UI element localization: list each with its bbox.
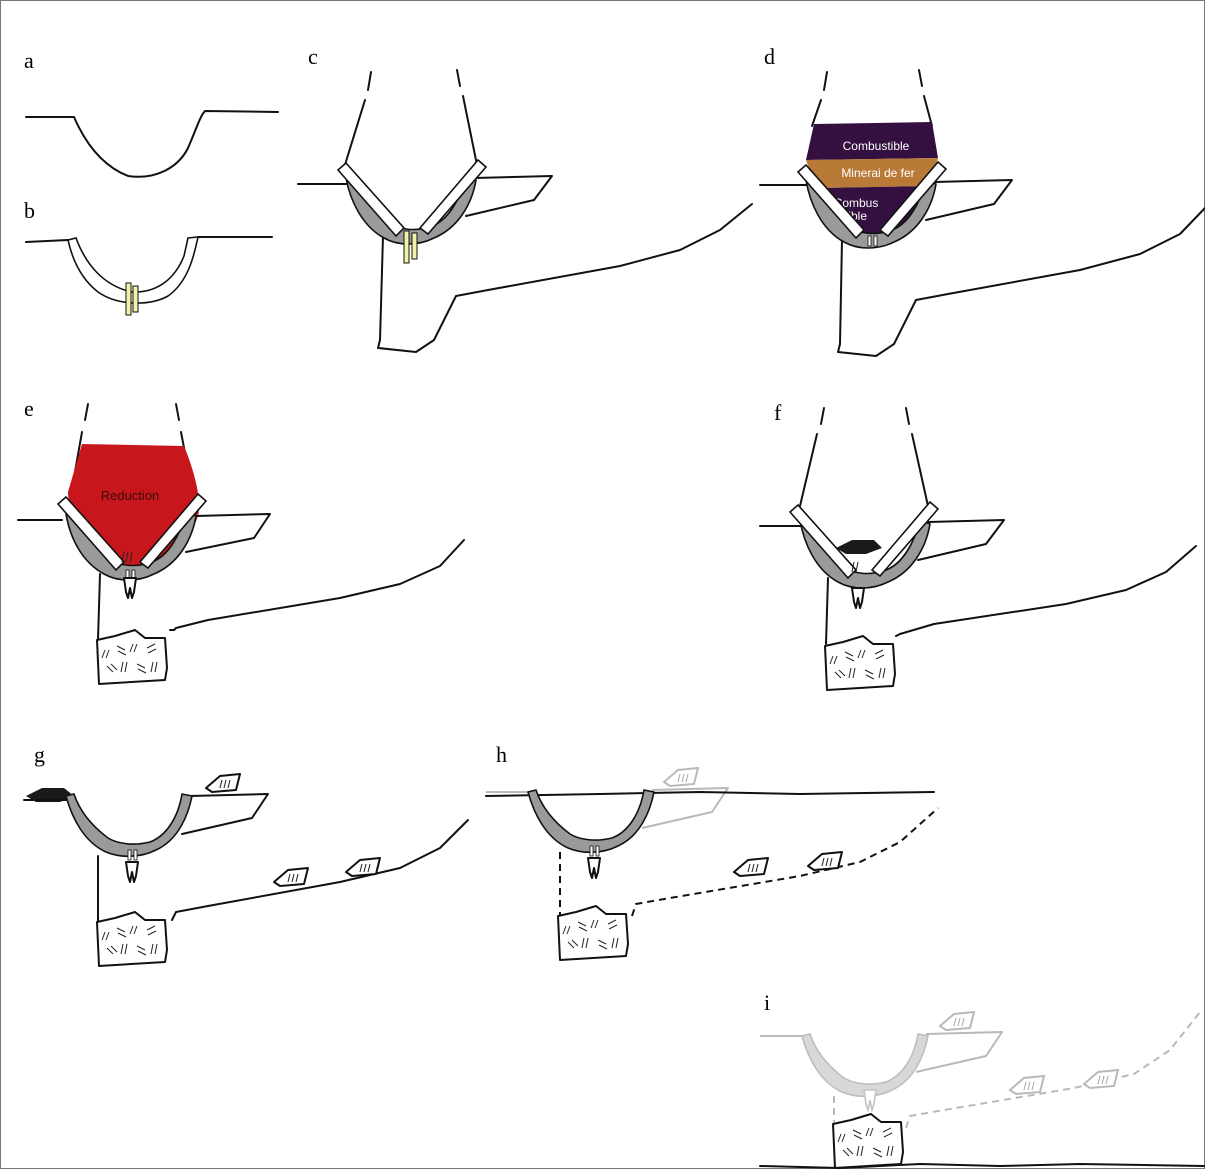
furnace-plank-right — [870, 500, 940, 578]
fuel-layer-top — [806, 122, 938, 160]
panel-letter-h: h — [496, 742, 507, 767]
furnace-wall — [527, 789, 655, 854]
slag-cake — [26, 788, 74, 802]
panel-letter-g: g — [34, 742, 45, 767]
slag-cake — [836, 540, 882, 554]
slag-spout-icon — [125, 861, 139, 883]
furnace-wall — [65, 793, 193, 858]
furnace-plank-left — [796, 163, 866, 240]
slag-stone — [939, 1011, 975, 1031]
ground-surface-line — [485, 791, 935, 797]
fuel-bottom-label-1: Combus — [834, 196, 879, 210]
slag-spout-icon — [587, 857, 601, 879]
slag-stone — [1009, 1075, 1045, 1095]
pit-outline — [25, 110, 279, 178]
slag-spout-icon — [851, 587, 865, 609]
panel-letter-b: b — [24, 198, 35, 223]
panel-e: e Reduction — [17, 396, 465, 685]
panel-a: a — [24, 48, 279, 178]
slag-stone — [273, 867, 309, 887]
panel-letter-c: c — [308, 44, 318, 69]
panel-letter-d: d — [764, 44, 775, 69]
slag-block — [96, 911, 168, 967]
tuyere-icon — [411, 232, 418, 260]
panel-letter-f: f — [774, 400, 782, 425]
furnace-plank-left — [56, 495, 126, 572]
slag-block — [832, 1113, 904, 1169]
furnace-plank-left — [336, 161, 406, 238]
tuyere-icon — [403, 230, 410, 264]
ore-layer — [806, 158, 938, 188]
panel-b: b — [24, 198, 273, 316]
slag-block — [96, 629, 168, 685]
panel-letter-i: i — [764, 990, 770, 1015]
pit-lining — [67, 236, 200, 304]
tuyere-icon — [867, 235, 872, 247]
tuyere-icon — [125, 282, 132, 316]
panel-g: g — [23, 742, 469, 967]
slag-stone — [205, 773, 241, 793]
ore-label: Minerai de fer — [841, 166, 914, 180]
ground-line — [25, 239, 69, 243]
furnace-plank-right — [418, 158, 488, 236]
furnace-wall — [801, 1033, 929, 1098]
panel-d: d Combustible Minerai de fer Combus tibl… — [759, 44, 1205, 357]
slag-stone — [733, 857, 769, 877]
furnace-plank-right — [138, 492, 208, 570]
panel-c: c — [297, 44, 753, 353]
slag-stone — [1083, 1069, 1119, 1089]
furnace-plank-right — [878, 160, 948, 238]
tuyere-icon — [873, 235, 878, 247]
slag-stone — [345, 857, 381, 877]
slag-stone — [807, 851, 843, 871]
slag-block — [557, 905, 629, 961]
panel-letter-e: e — [24, 396, 34, 421]
panel-letter-a: a — [24, 48, 34, 73]
reduction-label: Reduction — [101, 488, 160, 503]
tuyere-icon — [132, 285, 139, 313]
panel-f: f — [759, 400, 1197, 691]
slag-stone — [663, 767, 699, 787]
panel-i: i — [759, 990, 1205, 1169]
fuel-label: Combustible — [843, 139, 910, 153]
ground-surface-line — [759, 1163, 1205, 1169]
panel-h: h — [485, 742, 939, 961]
slag-block — [824, 635, 896, 691]
slag-spout-icon — [123, 577, 137, 599]
